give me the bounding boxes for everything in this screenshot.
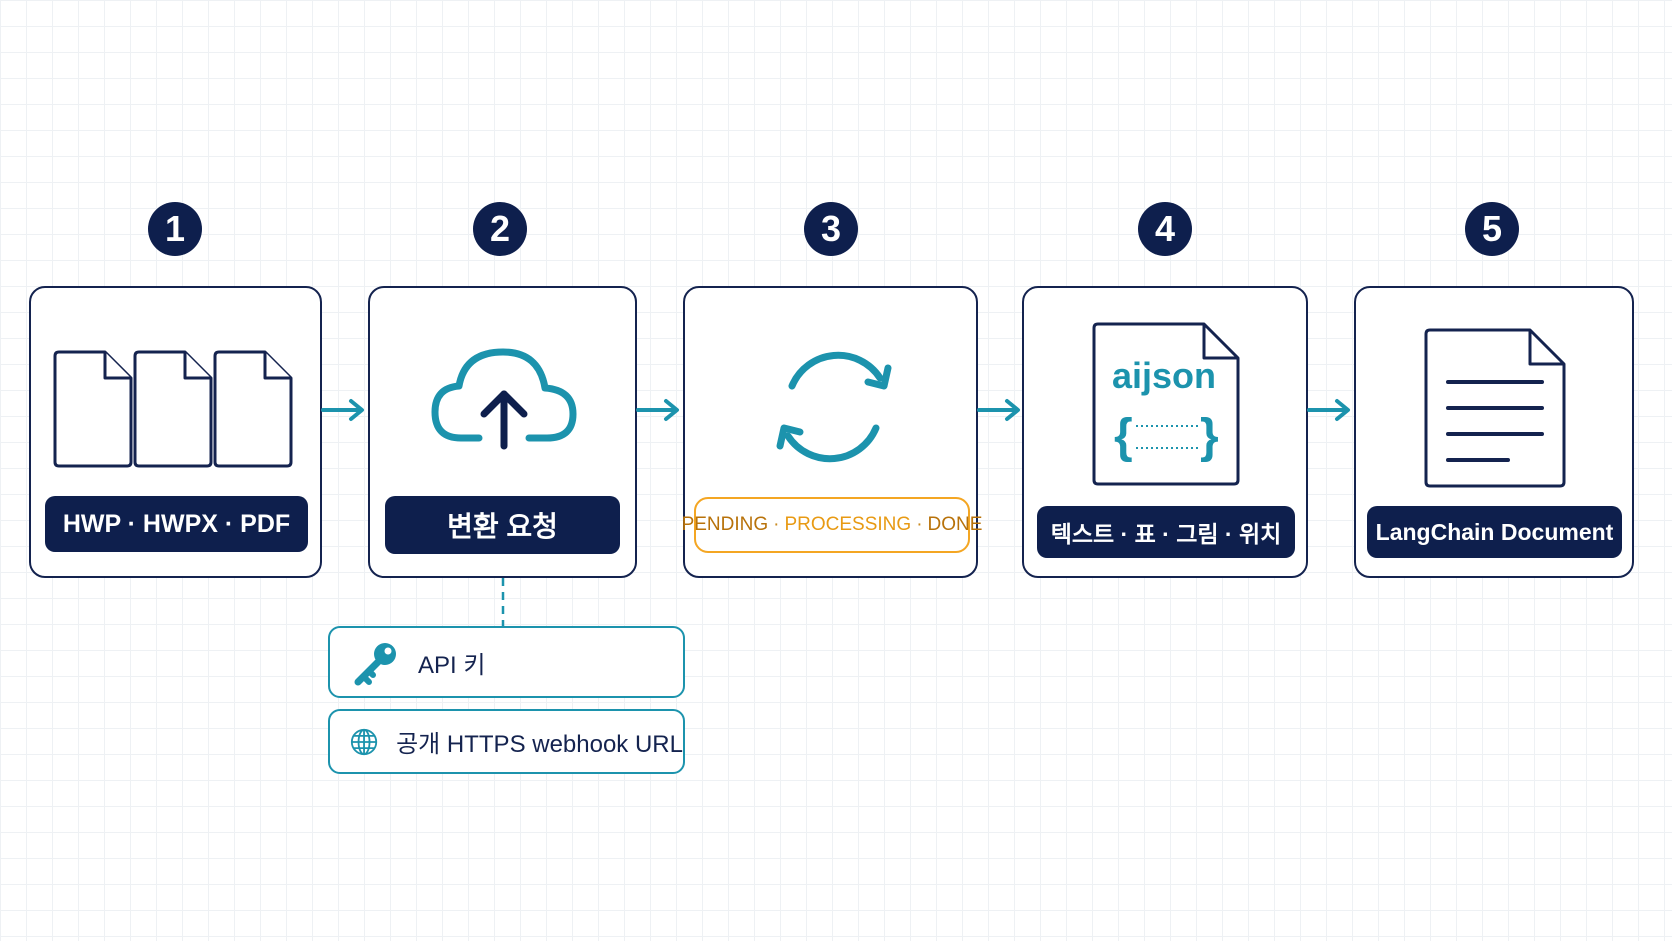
requirement-api-key: API 키 bbox=[328, 626, 685, 698]
step-1-number: 1 bbox=[148, 202, 202, 256]
status-separator: · bbox=[916, 514, 923, 535]
requirement-webhook-url: 공개 HTTPS webhook URL bbox=[328, 709, 685, 774]
step-4-label: 텍스트 · 표 · 그림 · 위치 bbox=[1037, 506, 1295, 558]
arrow-2-3 bbox=[636, 399, 679, 421]
documents-icon bbox=[53, 350, 293, 468]
step-1-card: HWP · HWPX · PDF bbox=[29, 286, 322, 578]
aijson-text: aijson bbox=[1112, 355, 1216, 396]
status-processing: PROCESSING bbox=[784, 514, 912, 535]
step-5-label: LangChain Document bbox=[1367, 506, 1622, 558]
svg-text:{: { bbox=[1114, 410, 1133, 463]
sync-icon bbox=[776, 351, 892, 463]
svg-text:}: } bbox=[1200, 410, 1219, 463]
step-1-label: HWP · HWPX · PDF bbox=[45, 496, 308, 552]
status-separator: · bbox=[773, 514, 780, 535]
document-lines-icon bbox=[1424, 328, 1566, 488]
step-3-number: 3 bbox=[804, 202, 858, 256]
step-5-number: 5 bbox=[1465, 202, 1519, 256]
step-2-card: 변환 요청 bbox=[368, 286, 637, 578]
requirement-api-key-label: API 키 bbox=[418, 651, 486, 679]
status-pill: PENDING · PROCESSING · DONE bbox=[682, 497, 982, 553]
step-4-card: aijson { } 텍스트 · 표 · 그림 · 위치 bbox=[1022, 286, 1308, 578]
step-3-card: PENDING · PROCESSING · DONE bbox=[682, 286, 982, 578]
aijson-file-icon: aijson { } bbox=[1092, 322, 1240, 486]
cloud-upload-icon bbox=[431, 348, 577, 450]
step-2-number: 2 bbox=[473, 202, 527, 256]
requirement-webhook-url-label: 공개 HTTPS webhook URL bbox=[396, 731, 683, 758]
status-done: DONE bbox=[927, 514, 983, 535]
step-2-label: 변환 요청 bbox=[385, 496, 620, 554]
dashed-connector bbox=[501, 578, 505, 628]
arrow-3-4 bbox=[977, 399, 1020, 421]
step-4-number: 4 bbox=[1138, 202, 1192, 256]
arrow-4-5 bbox=[1307, 399, 1350, 421]
status-pending: PENDING bbox=[681, 514, 769, 535]
globe-icon bbox=[350, 728, 378, 755]
arrow-1-2 bbox=[321, 399, 364, 421]
step-5-card: LangChain Document bbox=[1354, 286, 1634, 578]
key-icon bbox=[354, 643, 396, 686]
